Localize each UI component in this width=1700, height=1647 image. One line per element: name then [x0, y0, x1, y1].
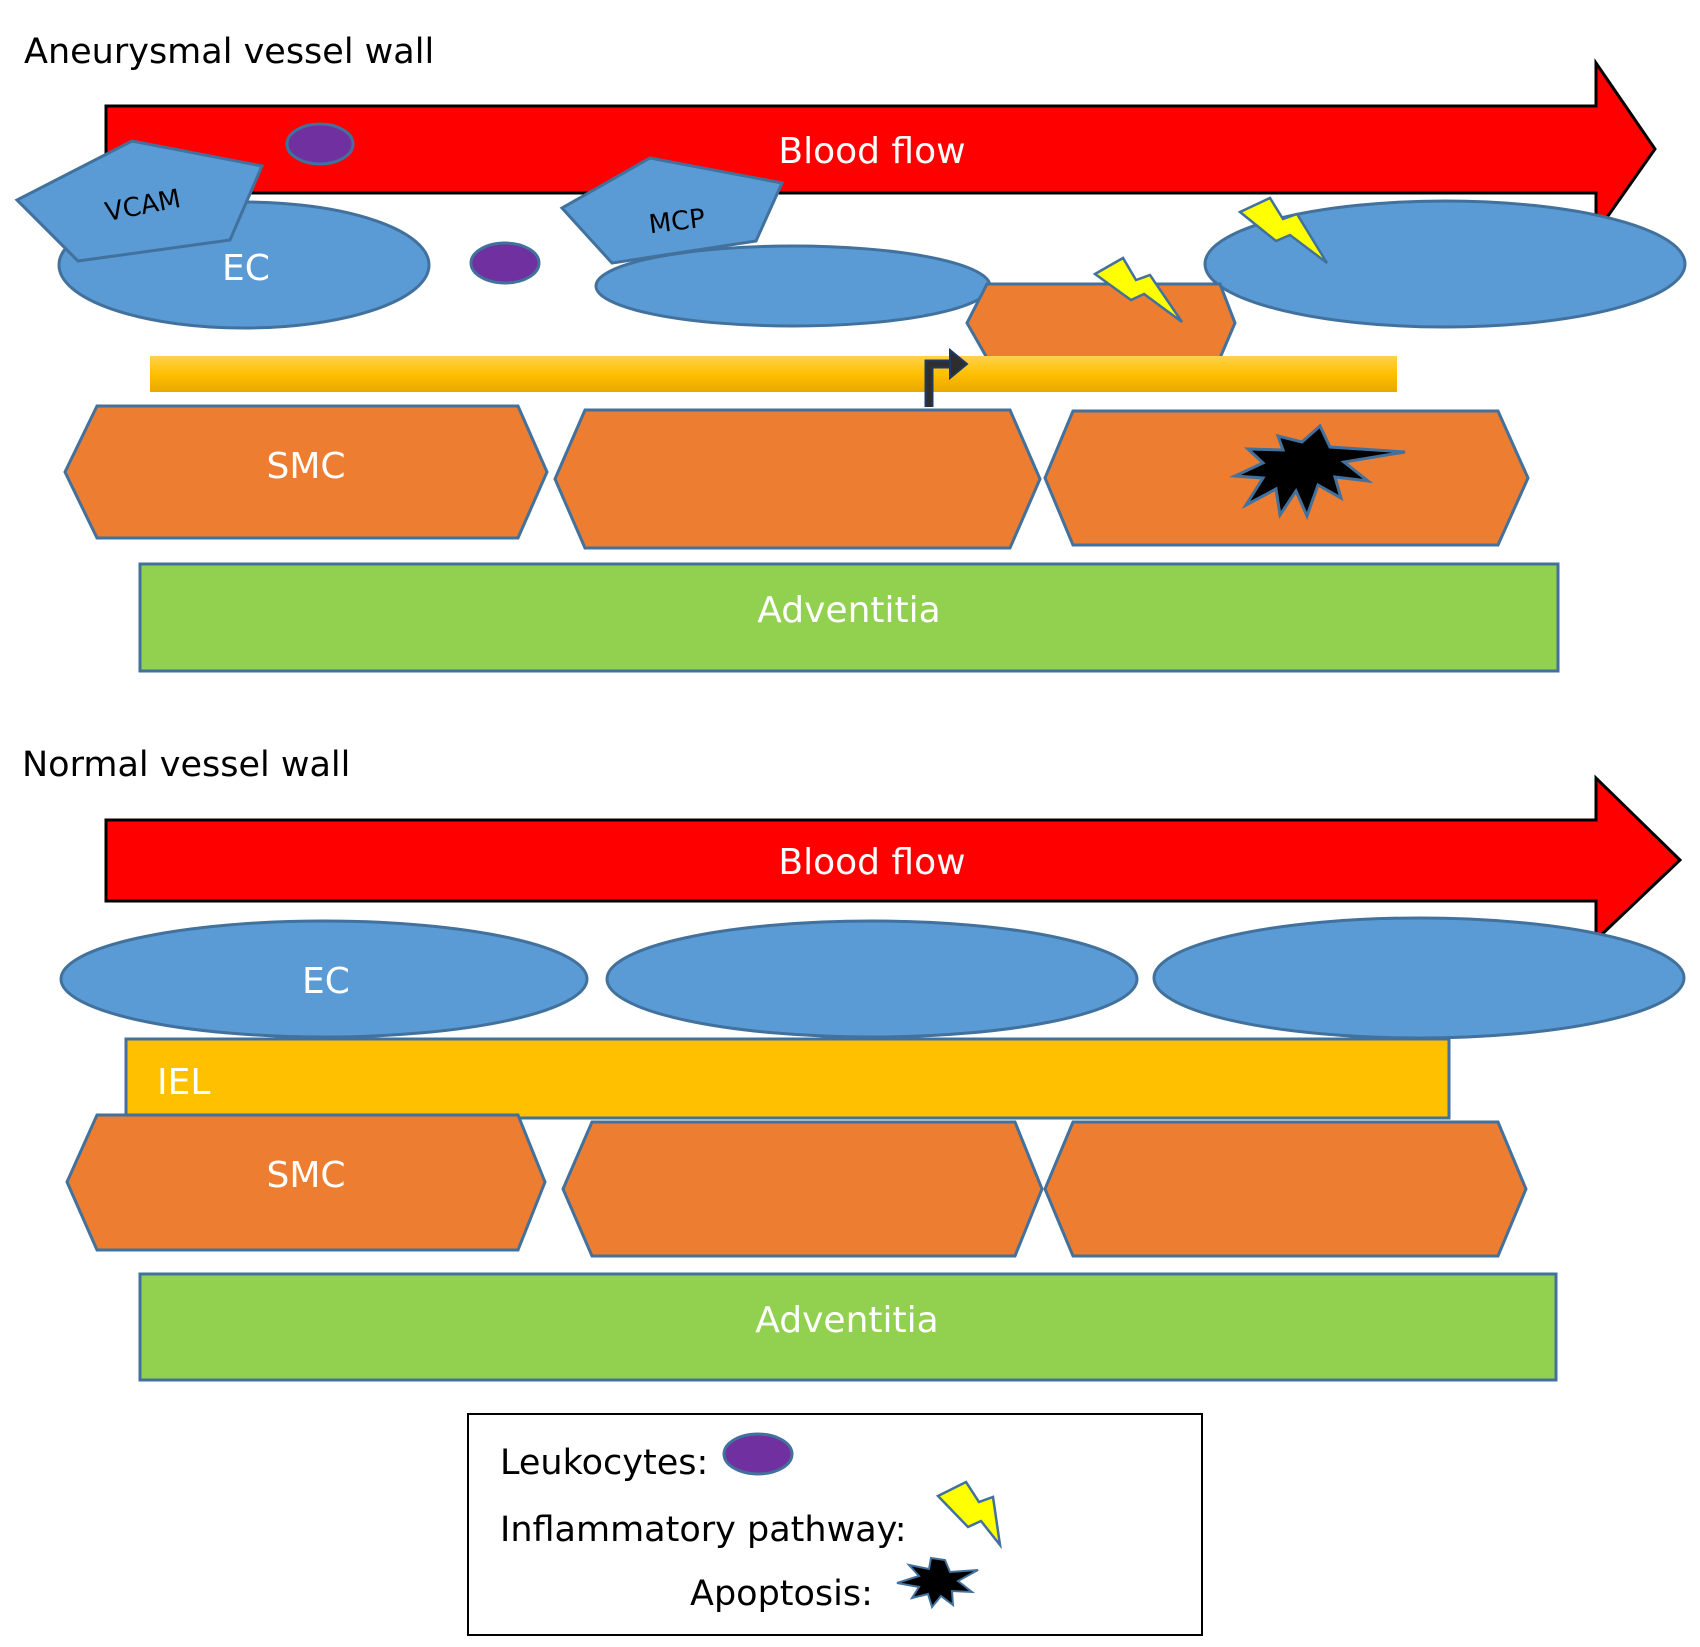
mcp-molecule	[559, 156, 785, 265]
migration-arrowhead	[949, 347, 969, 381]
normal-adventitia	[138, 1272, 1558, 1382]
aneurysmal-endothelial-cell-2	[594, 244, 992, 328]
aneurysmal-ec-label: EC	[222, 248, 270, 289]
normal-internal-elastic-lamina	[124, 1037, 1451, 1120]
normal-blood-flow-arrow	[104, 774, 1683, 944]
legend-leukocytes-label: Leukocytes:	[500, 1443, 708, 1483]
normal-iel-label: IEL	[157, 1062, 210, 1103]
normal-endothelial-cell-3	[1152, 916, 1686, 1040]
lightning-bolt-icon	[935, 1480, 1002, 1550]
aneurysmal-smooth-muscle-cell-2	[553, 408, 1042, 550]
explosion-icon	[896, 1556, 979, 1610]
aneurysmal-adventitia	[138, 562, 1560, 673]
aneurysmal-endothelial-cell-3	[1203, 199, 1687, 329]
aneurysmal-smc-label: SMC	[266, 446, 345, 487]
aneurysmal-smooth-muscle-cell-1	[63, 404, 549, 540]
explosion-icon	[1229, 423, 1406, 521]
normal-endothelial-cell-1	[59, 919, 589, 1039]
aneurysmal-adventitia-label: Adventitia	[757, 590, 940, 631]
leukocyte-icon	[285, 122, 355, 166]
migrating-smooth-muscle-cell	[965, 282, 1237, 360]
normal-smooth-muscle-cell-3	[1043, 1120, 1528, 1258]
vcam-molecule	[14, 139, 265, 263]
legend-inflammatory-label: Inflammatory pathway:	[500, 1510, 907, 1550]
aneurysmal-title: Aneurysmal vessel wall	[24, 32, 434, 72]
mcp-label: MCP	[647, 204, 707, 241]
legend-apoptosis-label: Apoptosis:	[690, 1574, 873, 1614]
legend-box	[467, 1413, 1203, 1636]
normal-smc-label: SMC	[266, 1155, 345, 1196]
normal-smooth-muscle-cell-1	[65, 1113, 547, 1252]
normal-adventitia-label: Adventitia	[755, 1300, 938, 1341]
normal-ec-label: EC	[302, 961, 350, 1002]
aneurysmal-internal-elastic-lamina	[150, 356, 1397, 392]
aneurysmal-blood-flow-arrow	[104, 58, 1657, 238]
normal-blood-flow-label: Blood flow	[778, 842, 965, 883]
normal-title: Normal vessel wall	[22, 745, 350, 785]
leukocyte-icon	[469, 241, 541, 285]
aneurysmal-blood-flow-label: Blood flow	[778, 131, 965, 172]
lightning-bolt-icon	[1092, 256, 1184, 324]
normal-endothelial-cell-2	[605, 919, 1139, 1039]
leukocyte-icon	[722, 1432, 794, 1476]
lightning-bolt-icon	[1237, 196, 1329, 264]
normal-smooth-muscle-cell-2	[561, 1120, 1044, 1258]
